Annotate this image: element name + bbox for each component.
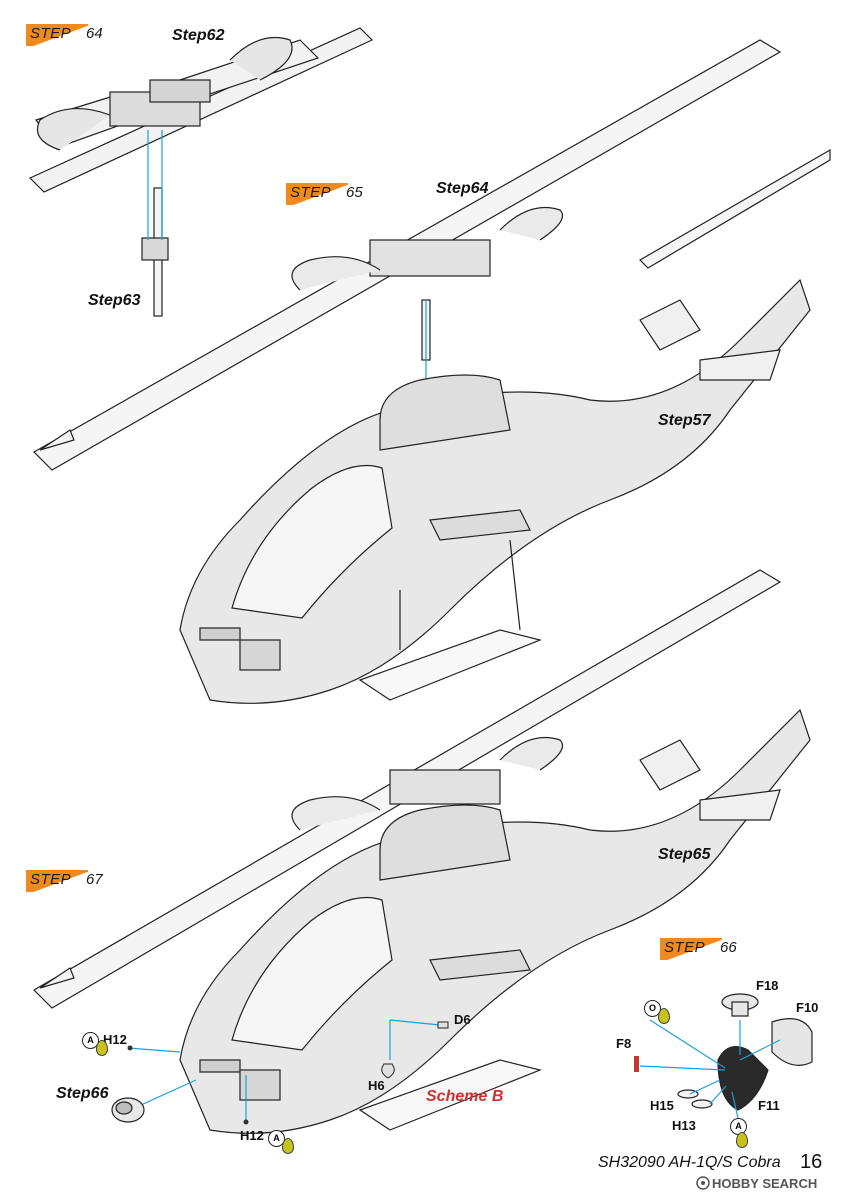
brand-watermark: HOBBY SEARCH [712,1176,818,1191]
ref-step63: Step63 [88,292,141,309]
step-number: 67 [86,871,103,888]
d6-h6-parts [381,1021,449,1079]
step-prefix: STEP [30,871,72,888]
paint-code-o: O [644,1000,661,1017]
part-h13: H13 [672,1118,696,1133]
part-h12-bottom: H12 [240,1128,264,1143]
scheme-label: Scheme B [426,1088,504,1105]
f8-pin [634,1056,639,1072]
page-number: 16 [800,1151,823,1173]
nose-part-step66 [111,1097,145,1123]
part-h6: H6 [368,1078,385,1093]
paint-drop-icon [658,1008,670,1024]
step-prefix: STEP [290,184,332,201]
step-prefix: STEP [30,25,72,42]
ref-step57: Step57 [658,412,711,429]
part-h15: H15 [650,1098,674,1113]
h12-dot-top [127,1045,133,1051]
part-d6: D6 [454,1012,471,1027]
h12-dot-bottom [243,1119,249,1125]
arrows-step67 [127,1019,441,1120]
rotor-head-step67 [291,736,564,831]
part-f10: F10 [796,1000,819,1015]
arrows-step66 [639,1019,781,1119]
part-f11: F11 [758,1098,780,1113]
part-h12-top: H12 [103,1032,127,1047]
part-f18: F18 [756,978,779,993]
step-number: 66 [720,939,737,956]
step-number: 64 [86,25,103,42]
helicopter-upper [179,278,811,704]
step-number: 65 [346,184,363,201]
brand-logo-icon [696,1176,710,1190]
paint-drop-icon [96,1040,108,1056]
ref-step65: Step65 [658,846,711,863]
ref-step64: Step64 [436,180,489,197]
footer-model: SH32090 AH-1Q/S Cobra [598,1154,781,1171]
ref-step66: Step66 [56,1085,109,1102]
step-prefix: STEP [664,939,706,956]
arrow-step64 [147,130,163,240]
detail-step66 [677,993,813,1111]
paint-drop-icon [736,1132,748,1148]
paint-drop-icon [282,1138,294,1154]
ref-step62: Step62 [172,27,225,44]
helicopter-lower [179,708,811,1134]
rotor-head-step64 [28,27,374,317]
part-f8: F8 [616,1036,632,1051]
